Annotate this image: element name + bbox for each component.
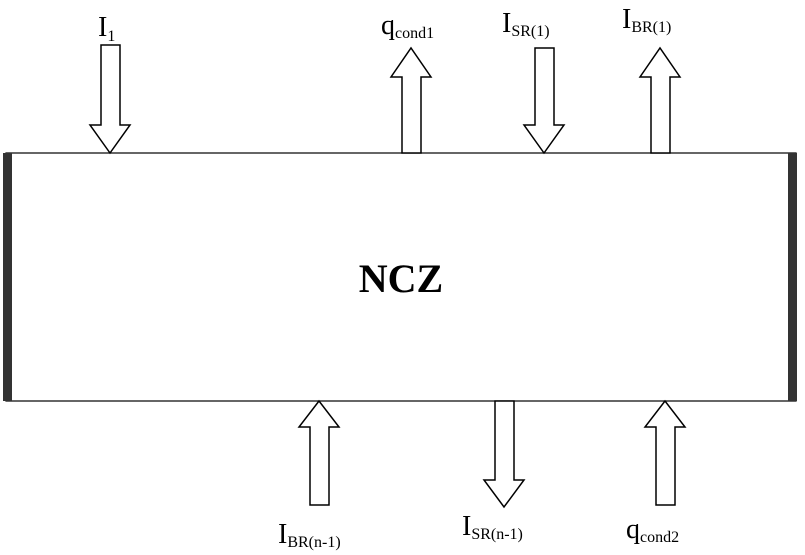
label-qcond1: qcond1 (381, 10, 434, 42)
label-isr1: ISR(1) (502, 8, 550, 40)
label-ibr1: IBR(1) (622, 4, 671, 36)
label-i1: I1 (98, 12, 115, 45)
label-qcond2: qcond2 (626, 514, 679, 546)
ncz-box (5, 152, 797, 402)
arrow-i1 (88, 44, 132, 155)
arrow-isr1 (522, 47, 566, 155)
box-label: NCZ (359, 256, 443, 301)
arrow-qcond2 (643, 399, 687, 506)
label-isr-n-1: ISR(n-1) (462, 511, 523, 543)
arrow-isr-n-1 (482, 400, 526, 509)
left-edge-bar (3, 153, 12, 401)
label-ibr-n-1: IBR(n-1) (278, 519, 341, 551)
arrow-qcond1 (389, 46, 433, 154)
arrow-ibr-n-1 (297, 399, 341, 506)
right-edge-bar (788, 153, 797, 401)
arrow-ibr1 (638, 46, 682, 154)
